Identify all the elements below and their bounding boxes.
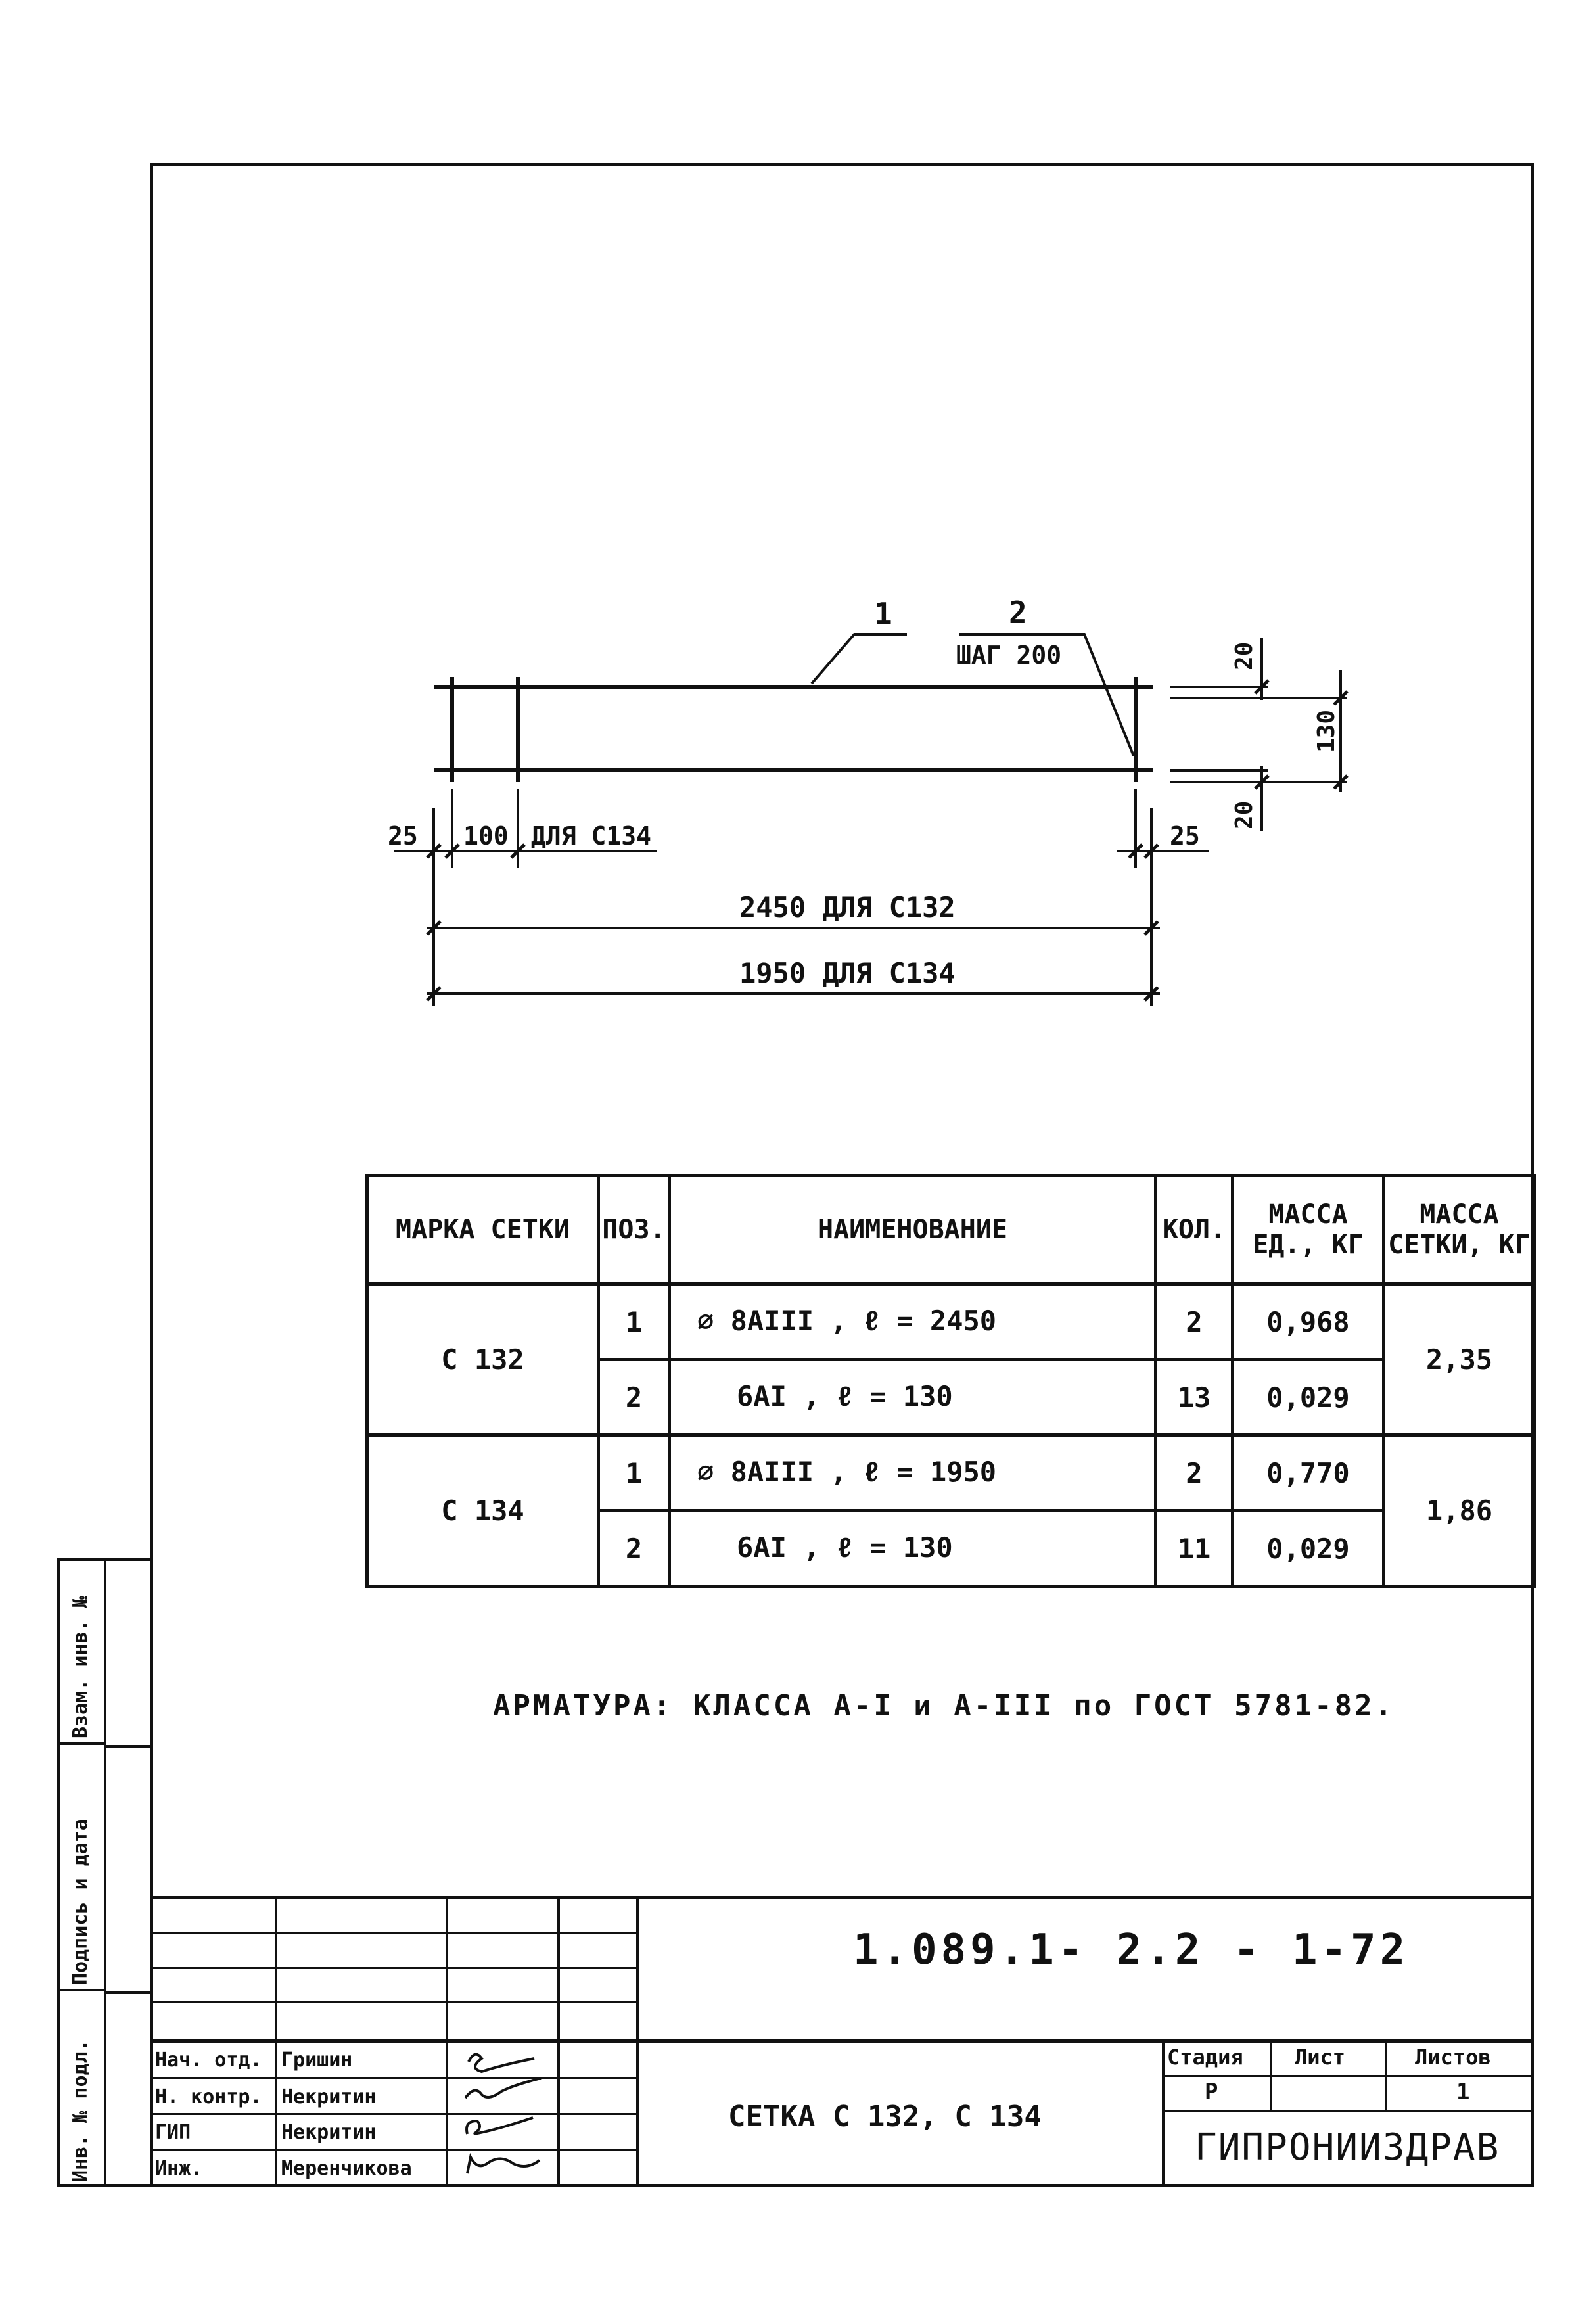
qty-cell: 2 <box>1154 1433 1234 1512</box>
leader-pos1 <box>810 633 907 685</box>
unit-mass-cell: 0,770 <box>1231 1433 1385 1512</box>
role-label: Н. контр. <box>155 2085 262 2108</box>
pos1-label: 1 <box>874 596 892 632</box>
dim-20-bottom: 20 <box>1231 801 1258 829</box>
cell-sign-date: Подпись и дата <box>60 1745 104 1991</box>
specification-table: МАРКА СЕТКИ ПОЗ. НАИМЕНОВАНИЕ КОЛ. МАССА… <box>365 1174 1536 1588</box>
length-c132: 2450 ДЛЯ С132 <box>739 891 956 923</box>
sheet-title: СЕТКА С 132, С 134 <box>728 2100 1042 2133</box>
unit-mass-cell: 0,968 <box>1231 1282 1385 1361</box>
role-label: ГИП <box>155 2121 191 2144</box>
title-block: 1.089.1- 2.2 - 1-72 СЕТКА С 132, С 134 С… <box>150 1896 1534 2187</box>
stage-label: Стадия <box>1167 2045 1243 2070</box>
signature-icon <box>464 2077 542 2099</box>
unit-mass-cell: 0,029 <box>1231 1509 1385 1588</box>
dim-20-top: 20 <box>1231 642 1258 670</box>
header-qty: КОЛ. <box>1154 1174 1234 1286</box>
name-cell: ⌀ 8АIII , ℓ = 1950 <box>668 1433 1157 1512</box>
organization-name: ГИПРОНИИЗДРАВ <box>1195 2126 1500 2169</box>
person-name: Меренчикова <box>281 2157 412 2180</box>
pos-cell: 1 <box>597 1282 671 1361</box>
header-mesh-mass: МАССА СЕТКИ, КГ <box>1382 1174 1536 1286</box>
person-name: Гришин <box>281 2049 353 2072</box>
dim-25-right: 25 <box>1170 822 1200 850</box>
margin-divider <box>104 1745 150 1748</box>
replace-inv-label: Взам. инв. № <box>69 1596 92 1738</box>
inv-orig-label: Инв. № подл. <box>69 2039 92 2182</box>
pitch-label: ШАГ 200 <box>956 641 1061 670</box>
header-pos: ПОЗ. <box>597 1174 671 1286</box>
role-label: Инж. <box>155 2157 203 2180</box>
person-name: Некритин <box>281 2085 377 2108</box>
sign-date-label: Подпись и дата <box>69 1819 92 1985</box>
sheets-value: 1 <box>1456 2079 1470 2105</box>
qty-cell: 13 <box>1154 1358 1234 1437</box>
unit-mass-cell: 0,029 <box>1231 1358 1385 1437</box>
signature-icon <box>467 2053 535 2074</box>
pos-cell: 2 <box>597 1358 671 1437</box>
table-row: С 134 1 ⌀ 8АIII , ℓ = 1950 2 0,770 1,86 <box>365 1433 1536 1588</box>
margin-strip: Взам. инв. № Подпись и дата Инв. № подл. <box>57 1558 150 2187</box>
margin-strip-inner <box>104 1561 150 2187</box>
leader-pos2 <box>959 633 1135 756</box>
pos-cell: 1 <box>597 1433 671 1512</box>
pos2-label: 2 <box>1009 595 1027 630</box>
pos-cell: 2 <box>597 1509 671 1588</box>
name-cell: 6АI , ℓ = 130 <box>668 1509 1157 1588</box>
qty-cell: 2 <box>1154 1282 1234 1361</box>
mark-cell: С 132 <box>365 1282 600 1437</box>
dim-100: 100 <box>463 822 509 850</box>
reinforcement-note: АРМАТУРА: КЛАССА А-I и А-III по ГОСТ 578… <box>493 1689 1395 1723</box>
signature-icon <box>466 2152 541 2174</box>
mesh-drawing: 1 2 ШАГ 200 20 130 20 25 100 ДЛЯ С134 25… <box>388 595 1349 1006</box>
name-cell: ⌀ 8АIII , ℓ = 2450 <box>668 1282 1157 1361</box>
sheet-label: Лист <box>1295 2045 1346 2070</box>
cell-inv-orig: Инв. № подл. <box>60 1991 104 2187</box>
mesh-mass-cell: 1,86 <box>1382 1433 1536 1588</box>
signature-icon <box>465 2116 534 2135</box>
name-cell: 6АI , ℓ = 130 <box>668 1358 1157 1437</box>
header-name: НАИМЕНОВАНИЕ <box>668 1174 1157 1286</box>
dim-130: 130 <box>1313 710 1340 753</box>
signatures <box>464 2053 542 2174</box>
length-c134: 1950 ДЛЯ С134 <box>739 957 956 989</box>
table-header-row: МАРКА СЕТКИ ПОЗ. НАИМЕНОВАНИЕ КОЛ. МАССА… <box>365 1174 1536 1286</box>
table-row: С 132 1 ⌀ 8АIII , ℓ = 2450 2 0,968 2,35 <box>365 1282 1536 1437</box>
qty-cell: 11 <box>1154 1509 1234 1588</box>
stage-value: Р <box>1205 2079 1218 2105</box>
margin-divider <box>104 1991 150 1994</box>
mark-cell: С 134 <box>365 1433 600 1588</box>
table-row: 2 6АI , ℓ = 130 11 0,029 <box>367 1509 1535 1588</box>
header-unit-mass: МАССА ЕД., КГ <box>1231 1174 1385 1286</box>
person-name: Некритин <box>281 2121 377 2144</box>
document-number: 1.089.1- 2.2 - 1-72 <box>853 1926 1410 1974</box>
cell-replace-inv: Взам. инв. № <box>60 1561 104 1745</box>
dim-25-left: 25 <box>388 822 418 850</box>
for-c134-label: ДЛЯ С134 <box>531 822 651 850</box>
header-mark: МАРКА СЕТКИ <box>365 1174 600 1286</box>
role-label: Нач. отд. <box>155 2049 262 2072</box>
sheets-label: Листов <box>1415 2045 1491 2070</box>
table-row: 2 6АI , ℓ = 130 13 0,029 <box>367 1358 1535 1437</box>
mesh-mass-cell: 2,35 <box>1382 1282 1536 1437</box>
